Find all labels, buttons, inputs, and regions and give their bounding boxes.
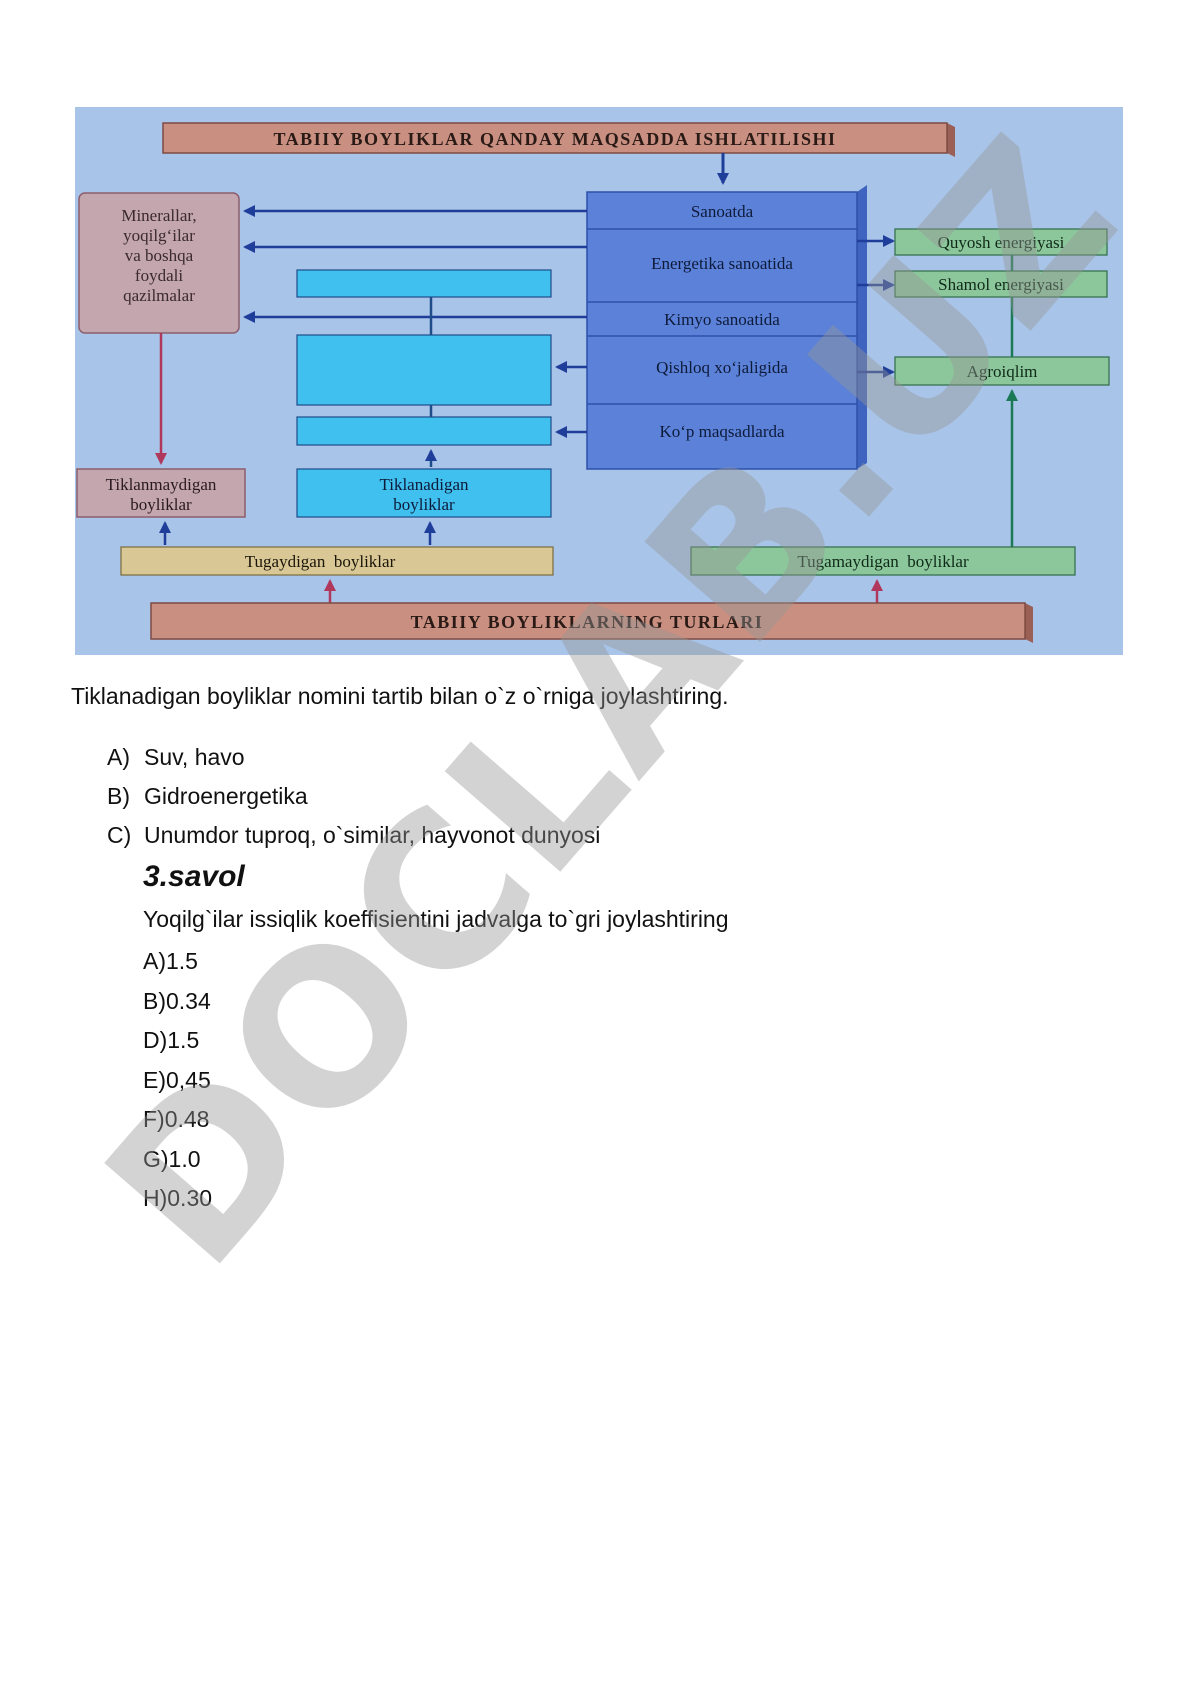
minerals-box: Minerallar, yoqilg‘ilar va boshqa foydal… <box>78 192 240 334</box>
inexhaustible-box: Tugamaydigan boyliklar <box>690 546 1076 576</box>
top-banner-text: TABIIY BOYLIKLAR QANDAY MAQSADDA ISHLATI… <box>274 129 837 149</box>
exhaustible-box: Tugaydigan boyliklar <box>120 546 554 576</box>
answer-item: A)1.5 <box>143 948 198 974</box>
answer-list: A)1.5 B)0.34 D)1.5 E)0,45 F)0.48 G)1.0 H… <box>143 946 729 1223</box>
diagram-svg: TABIIY BOYLIKLAR QANDAY MAQSADDA ISHLATI… <box>75 107 1123 655</box>
section-question: Yoqilg`ilar issiqlik koeffisientini jadv… <box>143 906 729 932</box>
minerals-line-4: foydali <box>135 266 183 285</box>
option-text: Suv, havo <box>144 744 245 770</box>
option-text: Unumdor tuproq, o`similar, hayvonot duny… <box>144 822 601 848</box>
answer-item: D)1.5 <box>143 1027 200 1053</box>
question-3-section: 3.savol Yoqilg`ilar issiqlik koeffisient… <box>143 860 729 1223</box>
usage-item-kimyo: Kimyo sanoatida <box>664 310 780 329</box>
renewable-line-2: boyliklar <box>393 495 455 514</box>
option-letter: A) <box>107 744 130 770</box>
agroclimate-text: Agroiqlim <box>967 362 1038 381</box>
usage-item-kop-maqsad: Ko‘p maqsadlarda <box>659 422 785 441</box>
solar-energy-box: Quyosh energiyasi <box>894 228 1108 256</box>
answer-item: B)0.34 <box>143 987 211 1014</box>
wind-energy-text: Shamol energiyasi <box>938 275 1064 294</box>
non-renewable-line-2: boyliklar <box>130 495 192 514</box>
option-c: C) Unumdor tuproq, o`similar, hayvonot du… <box>107 820 600 859</box>
answer-item: H)0.30 <box>143 1185 213 1211</box>
answer-item: F)0.48 <box>143 1106 210 1132</box>
bottom-banner-text: TABIIY BOYLIKLARNING TURLARI <box>411 612 764 632</box>
option-a: A) Suv, havo <box>107 742 600 781</box>
diagram-figure: TABIIY BOYLIKLAR QANDAY MAQSADDA ISHLATI… <box>75 107 1123 655</box>
option-letter: C) <box>107 822 132 848</box>
usage-item-energetika: Energetika sanoatida <box>651 254 793 273</box>
blank-box-3 <box>296 416 552 446</box>
answer-options: A) Suv, havo B) Gidroenergetika C) Unumdor … <box>107 742 600 859</box>
agroclimate-box: Agroiqlim <box>894 356 1110 386</box>
minerals-line-5: qazilmalar <box>123 286 195 305</box>
option-text: Gidroenergetika <box>144 783 308 809</box>
section-heading: 3.savol <box>143 860 245 893</box>
answer-item: G)1.0 <box>143 1145 201 1172</box>
non-renewable-box: Tiklanmaydigan boyliklar <box>76 468 246 518</box>
exhaustible-text: Tugaydigan boyliklar <box>245 552 396 571</box>
minerals-line-3: va boshqa <box>125 246 194 265</box>
blank-box-2 <box>296 334 552 406</box>
answer-item: E)0,45 <box>143 1066 211 1093</box>
usage-block: Sanoatda Energetika sanoatida Kimyo sano… <box>586 185 867 470</box>
option-letter: B) <box>107 783 130 809</box>
option-b: B) Gidroenergetika <box>107 781 600 820</box>
renewable-line-1: Tiklanadigan <box>379 475 469 494</box>
bottom-banner: TABIIY BOYLIKLARNING TURLARI <box>150 602 1033 643</box>
usage-item-sanoatda: Sanoatda <box>691 202 754 221</box>
usage-item-qishloq: Qishloq xo‘jaligida <box>656 358 788 377</box>
minerals-line-1: Minerallar, <box>121 206 196 225</box>
blank-box-1 <box>296 269 552 298</box>
non-renewable-line-1: Tiklanmaydigan <box>106 475 217 494</box>
top-banner: TABIIY BOYLIKLAR QANDAY MAQSADDA ISHLATI… <box>162 122 955 157</box>
solar-energy-text: Quyosh energiyasi <box>938 233 1065 252</box>
minerals-line-2: yoqilg‘ilar <box>123 226 195 245</box>
wind-energy-box: Shamol energiyasi <box>894 270 1108 298</box>
question-prompt: Tiklanadigan boyliklar nomini tartib bil… <box>71 683 729 709</box>
renewable-box: Tiklanadigan boyliklar <box>296 468 552 518</box>
inexhaustible-text: Tugamaydigan boyliklar <box>797 552 969 571</box>
